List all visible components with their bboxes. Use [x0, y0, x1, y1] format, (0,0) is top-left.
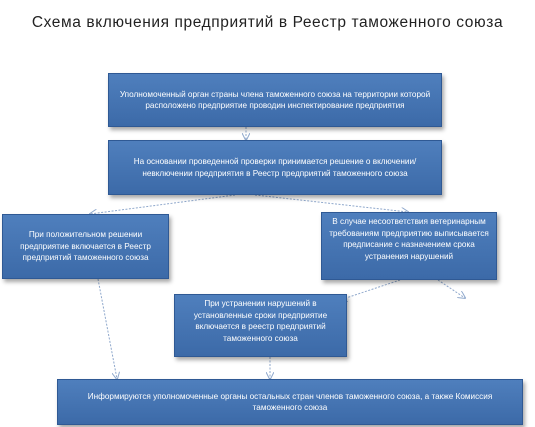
- box-authority-inspection: Уполномоченный орган страны члена таможе…: [108, 73, 442, 127]
- box-violations-fixed: При устранении нарушений в установленные…: [174, 294, 347, 357]
- box-positive-decision: При положительном решении предприятие вк…: [2, 214, 169, 279]
- arrow-mismatch-to-right: [437, 279, 465, 298]
- box-inform-authorities-text: Информируются уполномоченные органы оста…: [87, 391, 493, 413]
- arrow-decision-to-mismatch: [254, 194, 408, 212]
- box-inform-authorities: Информируются уполномоченные органы оста…: [57, 379, 523, 425]
- box-violations-fixed-text: При устранении нарушений в установленные…: [193, 299, 328, 343]
- arrow-positive-to-inform: [97, 278, 117, 379]
- box-noncompliance: В случае несоответствия ветеринарным тре…: [321, 212, 497, 280]
- box-decision-text: На основании проведенной проверки приним…: [133, 157, 417, 178]
- diagram-title: Схема включения предприятий в Реестр там…: [31, 14, 504, 31]
- arrow-decision-to-positive: [90, 194, 236, 214]
- box-noncompliance-text: В случае несоответствия ветеринарным тре…: [329, 217, 489, 261]
- arrow-mismatch-to-remedied: [340, 279, 401, 300]
- box-decision: На основании проведенной проверки приним…: [108, 140, 442, 195]
- box-positive-decision-text: При положительном решении предприятие вк…: [20, 230, 151, 263]
- box-authority-inspection-text: Уполномоченный орган страны члена таможе…: [119, 89, 431, 111]
